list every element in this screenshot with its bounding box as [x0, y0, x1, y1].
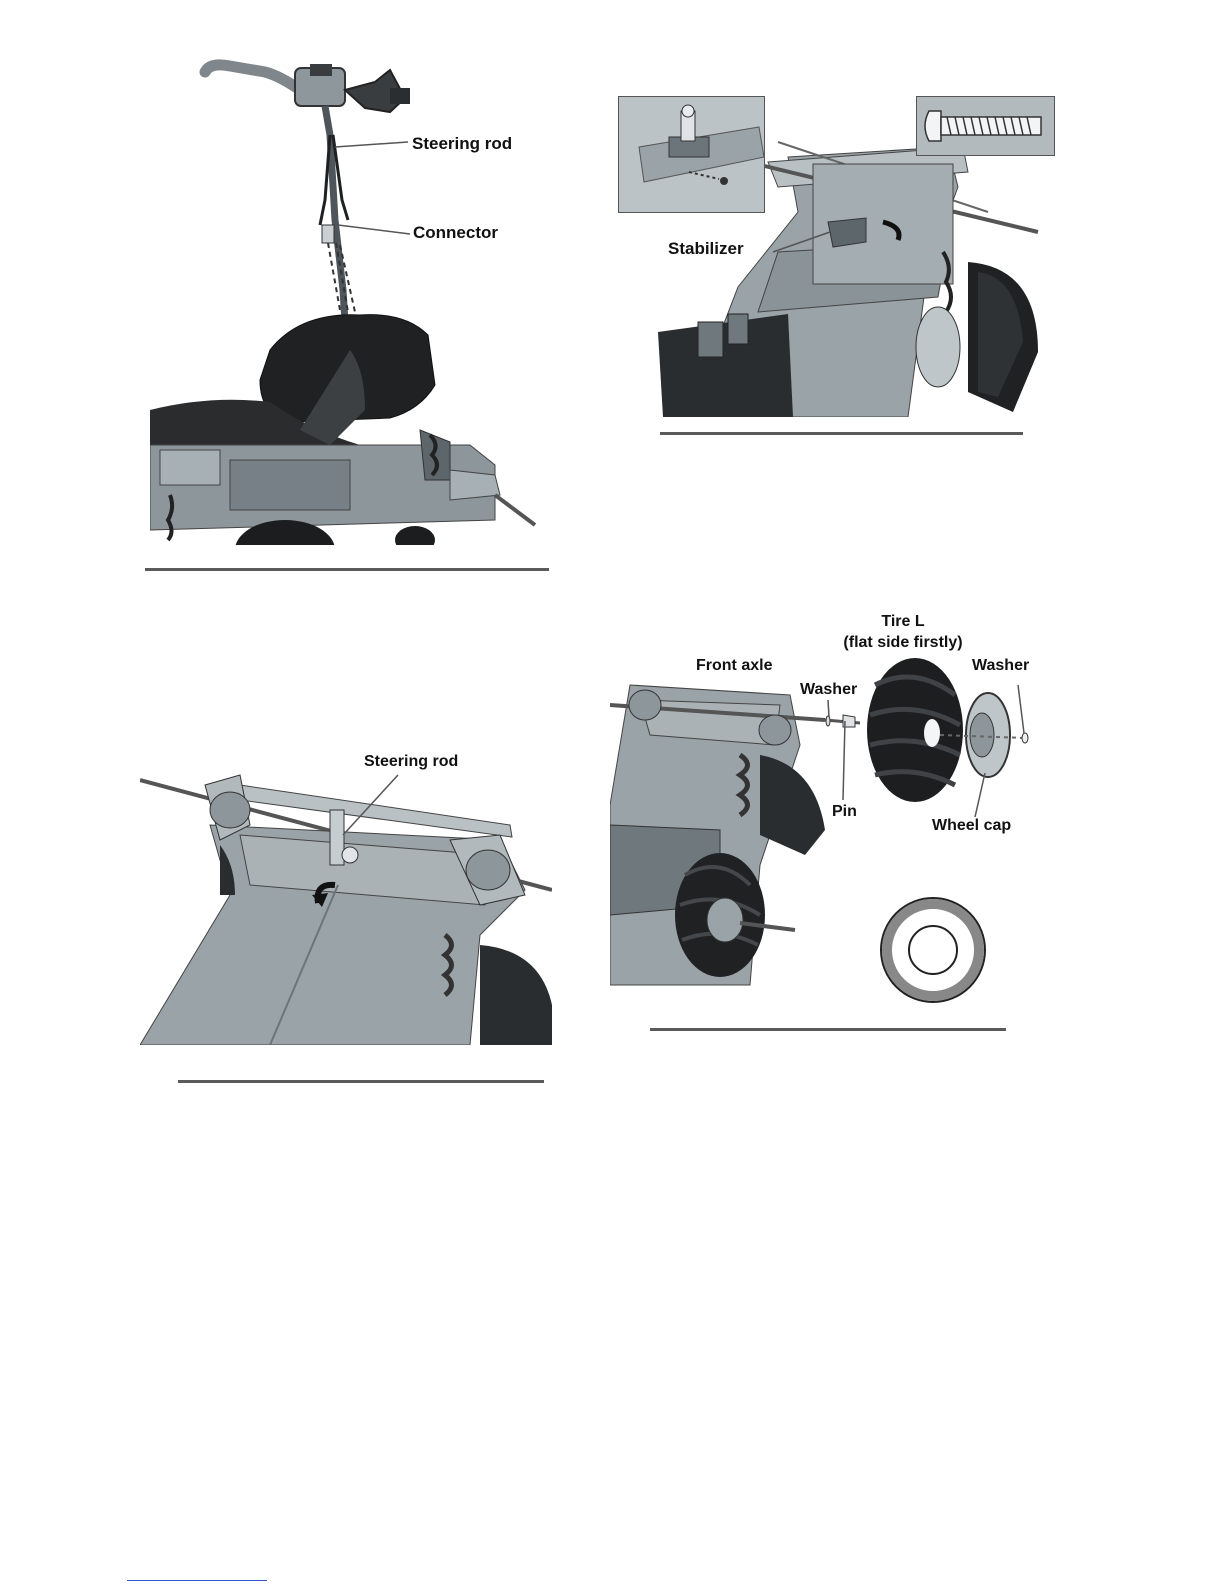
panel-steering-connect: Steering rod Connector [150, 50, 550, 545]
divider-bottom-left [178, 1080, 544, 1083]
steering-rod-attach-illustration [140, 745, 552, 1045]
label-tire-l-note: (flat side firstly) [843, 634, 962, 651]
footer-link-underline [127, 1580, 267, 1582]
label-steering-rod: Steering rod [412, 134, 512, 154]
inset-screw [916, 96, 1055, 156]
panel-stabilizer: Stabilizer [618, 92, 1058, 417]
label-wheel-cap: Wheel cap [932, 817, 1011, 835]
inset-stabilizer-closeup [618, 96, 765, 213]
label-connector: Connector [413, 223, 498, 243]
inset-stabilizer-drawing [619, 97, 764, 212]
label-washer-left: Washer [800, 681, 857, 699]
label-tire-l: Tire L (flat side firstly) [843, 611, 962, 653]
label-front-axle: Front axle [696, 657, 772, 675]
panel-steering-rod-attach: Steering rod [140, 745, 552, 1045]
divider-bottom-right [650, 1028, 1006, 1031]
label-tire-l-title: Tire L [881, 613, 924, 630]
steering-connect-illustration [150, 50, 550, 545]
label-pin: Pin [832, 803, 857, 821]
panel-wheel-assembly: Tire L (flat side firstly) Front axle Wa… [610, 605, 1060, 1025]
label-steering-rod-2: Steering rod [364, 753, 458, 771]
divider-top-left [145, 568, 549, 571]
label-washer-right: Washer [972, 657, 1029, 675]
screw-drawing [917, 97, 1054, 155]
label-stabilizer: Stabilizer [668, 239, 744, 259]
divider-top-right [660, 432, 1023, 435]
